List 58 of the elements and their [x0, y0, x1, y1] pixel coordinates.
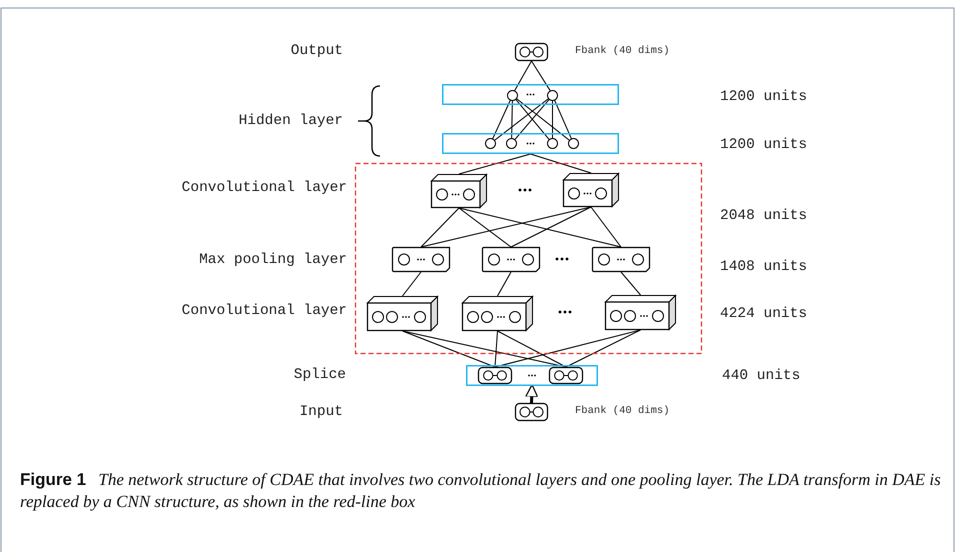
- connection-line: [620, 272, 641, 296]
- neuron: [568, 138, 579, 149]
- layer-band: [442, 133, 619, 154]
- layer-band: [442, 84, 619, 105]
- connection-line: [510, 206, 592, 248]
- layer-label: 440 units: [722, 367, 800, 385]
- connection-line: [458, 208, 622, 248]
- layer-label: 1200 units: [720, 88, 808, 106]
- layer-label: 1200 units: [720, 136, 808, 154]
- feature-map-block: [605, 295, 676, 330]
- connection-line: [516, 98, 570, 141]
- input-unit: [515, 403, 548, 421]
- layer-label: Convolutional layer: [182, 302, 347, 320]
- neuron: [547, 90, 558, 101]
- layer-label: 2048 units: [720, 207, 808, 225]
- connection-line: [590, 206, 622, 248]
- cnn-region: [355, 163, 702, 354]
- connection-line: [552, 100, 553, 138]
- layer-label: Output: [290, 42, 343, 60]
- feature-map-block: [462, 296, 533, 331]
- neuron: [506, 138, 517, 149]
- connection-line: [492, 100, 511, 139]
- layer-label: 1408 units: [720, 258, 808, 276]
- arrow: [525, 384, 538, 404]
- neuron: [547, 138, 558, 149]
- pooling-block: [392, 247, 450, 272]
- layer-label: Convolutional layer: [182, 179, 347, 197]
- connection-line: [420, 208, 460, 248]
- input-unit: [478, 367, 512, 384]
- connection-line: [402, 272, 422, 296]
- input-unit: [515, 43, 548, 61]
- connection-line: [458, 208, 512, 248]
- feature-map-block: [563, 173, 619, 207]
- neuron: [485, 138, 496, 149]
- layer-band: [466, 365, 598, 386]
- figure-caption: Figure 1 The network structure of CDAE that involves two convolutional layers and one pooling layer. The LDA transform in DAE is replaced by a CNN structure, as shown in the red-line box: [20, 469, 942, 513]
- feature-note: Fbank (40 dims): [575, 404, 670, 418]
- layer-label: Max pooling layer: [199, 251, 347, 269]
- pooling-block: [592, 247, 650, 272]
- connection-line: [554, 100, 572, 139]
- connection-line: [497, 272, 512, 296]
- pooling-block: [482, 247, 540, 272]
- layer-label: Input: [299, 403, 343, 421]
- connection-line: [531, 60, 551, 92]
- connection-line: [566, 330, 641, 368]
- layer-label: 4224 units: [720, 305, 808, 323]
- input-unit: [549, 367, 583, 384]
- connection-line: [514, 60, 532, 91]
- feature-map-block: [367, 296, 438, 331]
- connection-line: [494, 98, 549, 141]
- connection-line: [511, 100, 513, 138]
- feature-map-block: [431, 174, 487, 208]
- layer-label: Hidden layer: [238, 112, 343, 130]
- feature-note: Fbank (40 dims): [575, 44, 670, 58]
- connection-line: [494, 330, 498, 368]
- connection-line: [497, 330, 566, 368]
- neuron: [507, 90, 518, 101]
- layer-label: Splice: [294, 366, 346, 384]
